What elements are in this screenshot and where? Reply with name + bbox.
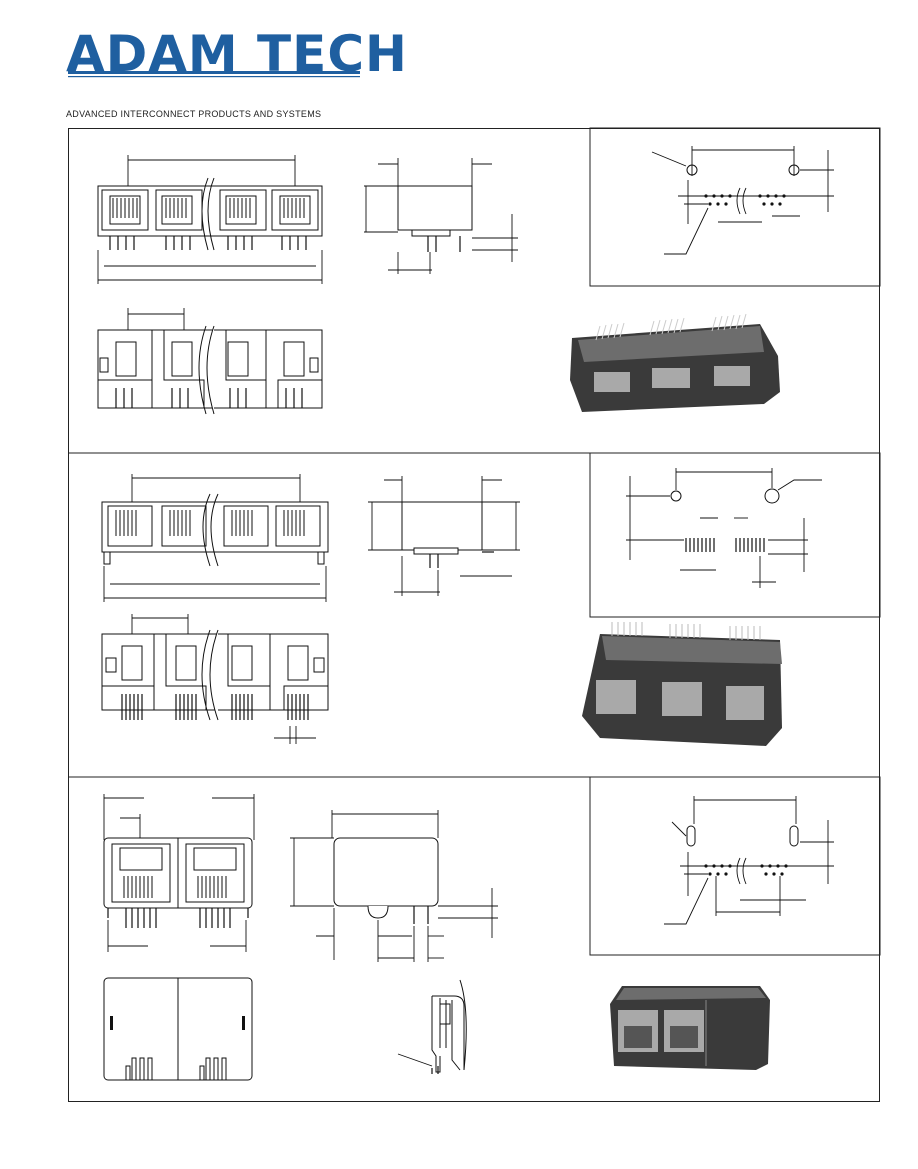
section2-pcb-layout [626,468,822,588]
section2-bottom-view [101,614,329,744]
section1-bottom-view [97,308,323,415]
section2-product-photo [582,622,782,746]
section3-rear-view [103,977,253,1081]
pcb-layout-box-3 [589,776,881,956]
logo-underline [68,71,360,78]
section2-front-view [101,474,329,602]
section1-front-view [97,155,323,284]
section1-pcb-layout [651,146,834,255]
company-logo: ADAM TECH ADVANCED INTERCONNECT PRODUCTS… [66,26,407,119]
section3-product-photo [610,986,770,1070]
section3-front-view [103,794,255,952]
section1-product-photo [570,313,780,412]
pcb-layout-box-1 [589,127,881,287]
section2-side-view [368,476,520,596]
section3-side-detail [397,979,467,1074]
section3-side-view [290,810,498,962]
brand-tagline: ADVANCED INTERCONNECT PRODUCTS AND SYSTE… [66,109,322,119]
pcb-layout-box-2 [589,452,881,618]
section3-pcb-layout [664,796,834,925]
section1-side-view [364,158,518,274]
